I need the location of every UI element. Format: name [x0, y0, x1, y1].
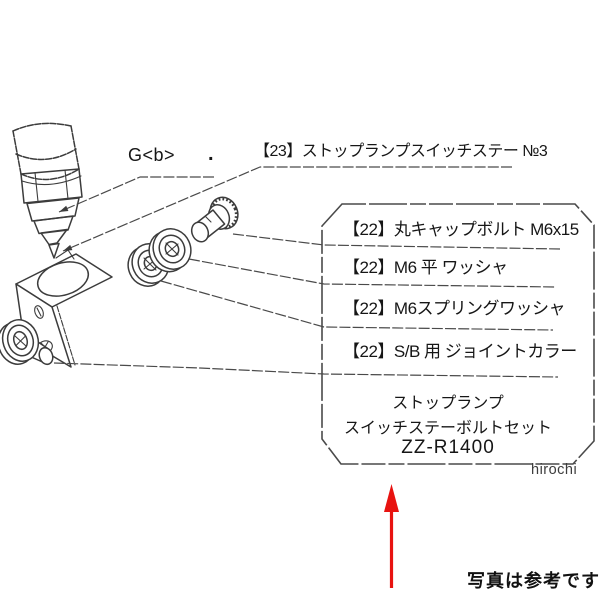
- joint-collar-drawing: [0, 319, 54, 366]
- parts-row-cap-bolt: 【22】丸キャップボルト M6x15: [343, 220, 579, 239]
- parts-box-outline: [321, 203, 595, 465]
- stay-callout-leader: [62, 166, 512, 252]
- flat-washer-leader: [188, 258, 557, 288]
- stay-callout-label: 【23】ストップランプスイッチステー №3: [254, 143, 548, 160]
- g-note-leader: [58, 176, 214, 213]
- red-arrow: [384, 484, 399, 588]
- set-title-line1: ストップランプ: [392, 395, 504, 412]
- flat-washer-drawing: [148, 228, 192, 273]
- joint-collar-leader: [53, 362, 559, 378]
- watermark-text: hirochi: [531, 462, 578, 478]
- stop-lamp-switch-drawing: [12, 122, 83, 259]
- set-title-line2: スイッチステーボルトセット: [343, 420, 552, 437]
- separator-dot: .: [208, 143, 214, 165]
- g-note-label: G<b>: [128, 145, 176, 165]
- set-model: ZZ-R1400: [401, 437, 495, 458]
- parts-row-joint-collar: 【22】S/B 用 ジョイントカラー: [343, 342, 577, 361]
- parts-row-flat-washer: 【22】M6 平 ワッシャ: [343, 258, 508, 277]
- spring-washer-leader: [160, 280, 554, 331]
- cap-bolt-drawing: [190, 196, 239, 243]
- reference-caption: 写真は参考です: [467, 571, 600, 591]
- parts-row-spring-washer: 【22】M6スプリングワッシャ: [343, 299, 566, 318]
- cap-bolt-leader: [232, 233, 561, 250]
